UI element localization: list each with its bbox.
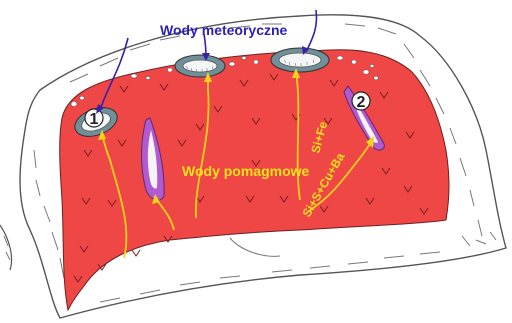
marker-2: 2 — [352, 92, 370, 111]
meteoric-waters-label: Wody meteoryczne — [160, 22, 288, 38]
left-rock-fragment — [0, 225, 12, 270]
geode-top-center — [175, 55, 225, 77]
geode-top-right — [271, 48, 329, 72]
postmagmatic-waters-label: Wody pomagmowe — [182, 163, 310, 179]
marker-2-label: 2 — [357, 94, 366, 111]
marker-1: 1 — [85, 109, 103, 128]
marker-1-label: 1 — [90, 111, 99, 128]
